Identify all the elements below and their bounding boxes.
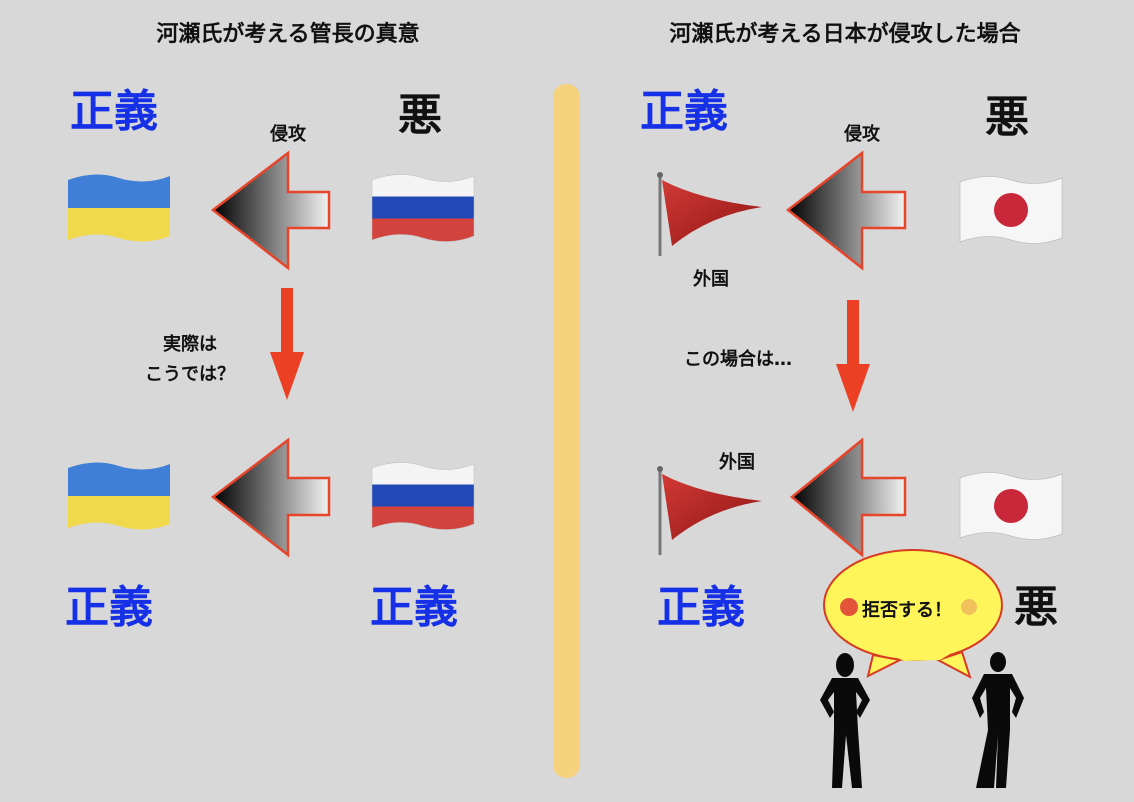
fist-icon <box>961 599 977 615</box>
left-top-evil-label: 悪 <box>398 90 442 141</box>
right-bottom-justice-label: 正義 <box>657 582 745 633</box>
angry-face-icon <box>840 598 858 616</box>
right-bottom-evil-label: 悪 <box>1014 582 1058 633</box>
red-pennant-flag-bottom <box>657 466 762 555</box>
red-pennant-flag-top <box>657 172 762 256</box>
russia-flag-top <box>371 174 475 242</box>
right-invasion-label: 侵攻 <box>844 124 880 145</box>
left-invasion-label: 侵攻 <box>270 124 306 145</box>
left-bottom-justice-label-2: 正義 <box>370 582 458 633</box>
foreign-label-bottom: 外国 <box>719 452 755 473</box>
japan-flag-top <box>959 176 1063 244</box>
speech-bubble <box>823 549 1003 680</box>
left-title: 河瀬氏が考える管長の真意 <box>156 22 420 47</box>
invasion-arrow-left-top <box>210 150 331 271</box>
russia-flag-bottom <box>371 462 475 530</box>
left-top-justice-label: 正義 <box>70 86 158 137</box>
right-title: 河瀬氏が考える日本が侵攻した場合 <box>669 22 1021 47</box>
woman-silhouette <box>820 653 870 788</box>
foreign-label-top: 外国 <box>693 269 729 290</box>
left-note-line1: 実際は <box>163 334 217 355</box>
left-bottom-justice-label-1: 正義 <box>65 582 153 633</box>
invasion-arrow-right-top <box>785 150 907 271</box>
ukraine-flag-top <box>68 174 170 242</box>
speech-bubble-text: 拒否する！ <box>862 600 952 621</box>
right-top-evil-label: 悪 <box>985 92 1029 143</box>
down-arrow-right <box>836 300 870 412</box>
center-divider <box>553 84 580 778</box>
invasion-arrow-left-bottom <box>210 437 331 558</box>
japan-flag-bottom <box>959 472 1063 540</box>
right-top-justice-label: 正義 <box>640 86 728 137</box>
ukraine-flag-bottom <box>68 462 170 530</box>
invasion-arrow-right-bottom <box>790 437 907 558</box>
right-note: この場合は… <box>684 349 792 370</box>
down-arrow-left <box>270 288 304 400</box>
left-note-line2: こうでは？ <box>145 364 235 385</box>
man-silhouette <box>972 652 1024 788</box>
